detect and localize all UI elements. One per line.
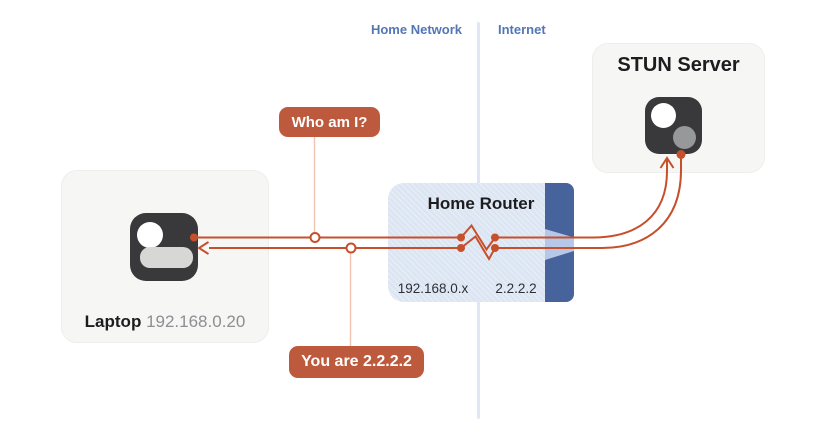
router-wan-ip: 2.2.2.2 — [495, 281, 537, 296]
laptop-icon-light — [137, 222, 163, 248]
request-message-bubble: Who am I? — [279, 107, 380, 137]
internet-region-label: Internet — [498, 22, 546, 37]
laptop-icon-base — [140, 247, 193, 268]
server-icon-dim-light — [673, 126, 696, 149]
response-attach-ring — [345, 242, 357, 254]
router-lan-ip: 192.168.0.x — [397, 281, 469, 296]
laptop-icon — [130, 213, 198, 281]
response-message-bubble: You are 2.2.2.2 — [289, 346, 424, 378]
server-icon-light — [651, 103, 676, 128]
laptop-name: Laptop — [84, 312, 142, 331]
server-icon — [645, 97, 702, 154]
home-network-region-label: Home Network — [370, 22, 462, 37]
stun-server-title: STUN Server — [617, 54, 740, 76]
home-router-title: Home Router — [427, 194, 535, 213]
laptop-ip: 192.168.0.20 — [146, 312, 246, 331]
request-attach-ring — [309, 232, 321, 243]
laptop-label: Laptop 192.168.0.20 — [61, 312, 269, 332]
